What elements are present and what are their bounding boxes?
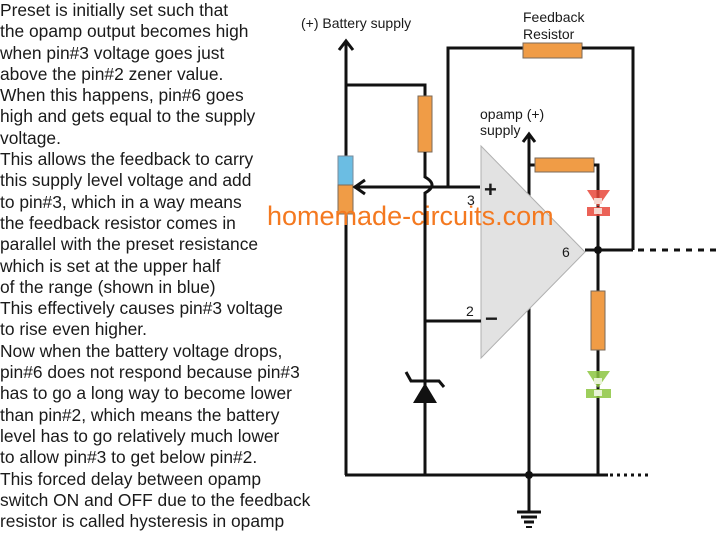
explanation-line: Preset is initially set such that [0, 0, 229, 20]
feedback-resistor [522, 42, 583, 59]
opamp-supply-label: supply [480, 122, 520, 138]
explanation-line: switch ON and OFF due to the feedback [0, 489, 311, 510]
opamp-minus-sign: − [485, 306, 498, 331]
explanation-line: This allows the feedback to carry [0, 149, 254, 170]
explanation-line: has to go a long way to become lower [0, 383, 292, 404]
wiper-arrow [352, 178, 366, 196]
pin3-label: 3 [467, 192, 475, 208]
explanation-line: above the pin#2 zener value. [0, 63, 224, 84]
explanation-line: the opamp output becomes high [0, 21, 249, 42]
explanation-line: to pin#3, which in a way means [0, 191, 242, 212]
explanation-line: voltage. [0, 127, 61, 148]
ground-icon [517, 510, 541, 528]
feedback-resistor-label: Feedback [523, 9, 585, 25]
preset-upper-half [337, 155, 354, 186]
red-led-resistor [534, 157, 595, 173]
explanation-line: this supply level voltage and add [0, 170, 252, 191]
preset-lower-half [337, 184, 354, 215]
explanation-line: parallel with the preset resistance [0, 234, 259, 255]
explanation-line: high and gets equal to the supply [0, 106, 256, 127]
opamp-supply-label: opamp (+) [480, 106, 544, 122]
feedback-wire-right [582, 46, 635, 250]
explanation-line: This forced delay between opamp [0, 468, 262, 489]
pin2-label: 2 [466, 303, 474, 319]
explanation-line: when pin#3 voltage goes just [0, 42, 225, 63]
battery-supply-arrow [337, 38, 355, 475]
battery-supply-label: (+) Battery supply [301, 15, 411, 31]
explanation-line: level has to go relatively much lower [0, 425, 280, 446]
explanation-line: This effectively causes pin#3 voltage [0, 298, 283, 319]
explanation-line: pin#6 does not respond because pin#3 [0, 362, 300, 383]
resistor-zener-wire [423, 152, 434, 475]
explanation-line: When this happens, pin#6 goes [0, 85, 244, 106]
explanation-line: resistor is called hysteresis in opamp [0, 511, 285, 532]
explanation-line: to allow pin#3 to get below pin#2. [0, 447, 258, 468]
red-led-icon [587, 190, 610, 216]
green-led-resistor [590, 290, 606, 351]
output-junction [594, 246, 602, 254]
explanation-line: than pin#2, which means the battery [0, 404, 280, 425]
explanation-line: which is set at the upper half [0, 255, 221, 276]
watermark: homemade-circuits.com [267, 201, 554, 231]
explanation-line: Now when the battery voltage drops, [0, 340, 283, 361]
explanation-line: to rise even higher. [0, 319, 147, 340]
green-led-icon [586, 371, 611, 398]
explanation-text: Preset is initially set such that the op… [0, 0, 350, 532]
explanation-line: the feedback resistor comes in [0, 212, 236, 233]
opamp-triangle [480, 144, 586, 360]
top-resistor [417, 95, 433, 153]
feedback-wire-left [446, 46, 530, 187]
opamp-supply-arrow [521, 131, 537, 143]
top-rail-wire [346, 83, 427, 96]
feedback-resistor-label: Resistor [523, 26, 575, 42]
explanation-line: of the range (shown in blue) [0, 276, 216, 297]
zener-diode-icon [404, 371, 446, 403]
pin6-label: 6 [562, 244, 570, 260]
opamp-plus-sign: + [484, 177, 497, 202]
